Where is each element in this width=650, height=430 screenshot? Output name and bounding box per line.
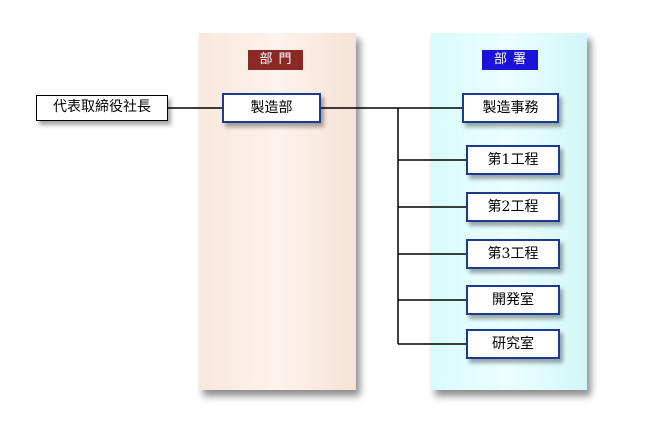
unit-node: 開発室 — [466, 285, 560, 315]
unit-node: 第2工程 — [466, 192, 560, 222]
unit-node: 第1工程 — [466, 145, 560, 175]
unit-node: 第3工程 — [466, 239, 560, 269]
division-header: 部署 — [482, 50, 538, 70]
department-column — [199, 33, 356, 390]
department-header: 部門 — [248, 50, 303, 70]
president-node: 代表取締役社長 — [36, 95, 168, 121]
unit-node: 研究室 — [466, 329, 560, 359]
unit-node: 製造事務 — [462, 93, 559, 123]
manufacturing-dept-node: 製造部 — [222, 93, 321, 123]
